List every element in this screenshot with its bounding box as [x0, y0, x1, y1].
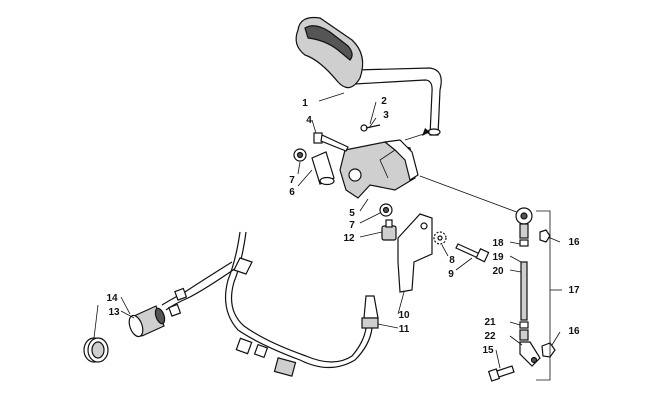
- callout-3: 3: [383, 110, 389, 121]
- star-washer-8: [433, 231, 447, 245]
- bolt-4: [313, 132, 349, 152]
- callout-15: 15: [482, 345, 494, 356]
- shift-rod-assembly: [419, 175, 556, 382]
- callout-5: 5: [349, 208, 355, 219]
- callout-22: 22: [484, 331, 496, 342]
- callout-12: 12: [343, 233, 355, 244]
- washer-7-lower: [379, 203, 393, 217]
- connector-11: [361, 295, 379, 329]
- callout-14: 14: [106, 293, 118, 304]
- lever-bracket: [339, 128, 431, 199]
- callout-17: 17: [568, 285, 580, 296]
- callout-20: 20: [492, 266, 504, 277]
- shift-lever: [295, 16, 442, 136]
- callout-9: 9: [448, 269, 454, 280]
- callout-19: 19: [492, 252, 504, 263]
- callout-2: 2: [381, 96, 387, 107]
- callout-6: 6: [289, 187, 295, 198]
- switch-12: [381, 219, 397, 241]
- callout-16-upper: 16: [568, 237, 580, 248]
- bushing-6: [311, 151, 335, 186]
- screw-9: [455, 243, 490, 263]
- callout-7-lower: 7: [349, 220, 355, 231]
- callout-7-upper: 7: [289, 175, 295, 186]
- callout-11: 11: [399, 324, 410, 335]
- wiring-harness: [161, 231, 373, 377]
- callout-4: 4: [306, 115, 312, 126]
- leader-lines: [93, 92, 562, 381]
- callout-10: 10: [398, 310, 410, 321]
- pin-3: [360, 124, 381, 132]
- lamp-socket-13: [128, 305, 166, 338]
- switch-bracket-10: [397, 213, 433, 293]
- callout-1: 1: [302, 98, 308, 109]
- washer-7-upper: [293, 148, 307, 162]
- bezel-ring-14: [83, 337, 109, 363]
- callout-8: 8: [449, 255, 455, 266]
- callout-13: 13: [108, 307, 120, 318]
- callout-18: 18: [492, 238, 504, 249]
- callout-16-lower: 16: [568, 326, 580, 337]
- callout-21: 21: [484, 317, 496, 328]
- callout-labels: 1 2 3 4 5 6 7 7 8 9 10 11 12 13 14 15 16…: [106, 96, 580, 356]
